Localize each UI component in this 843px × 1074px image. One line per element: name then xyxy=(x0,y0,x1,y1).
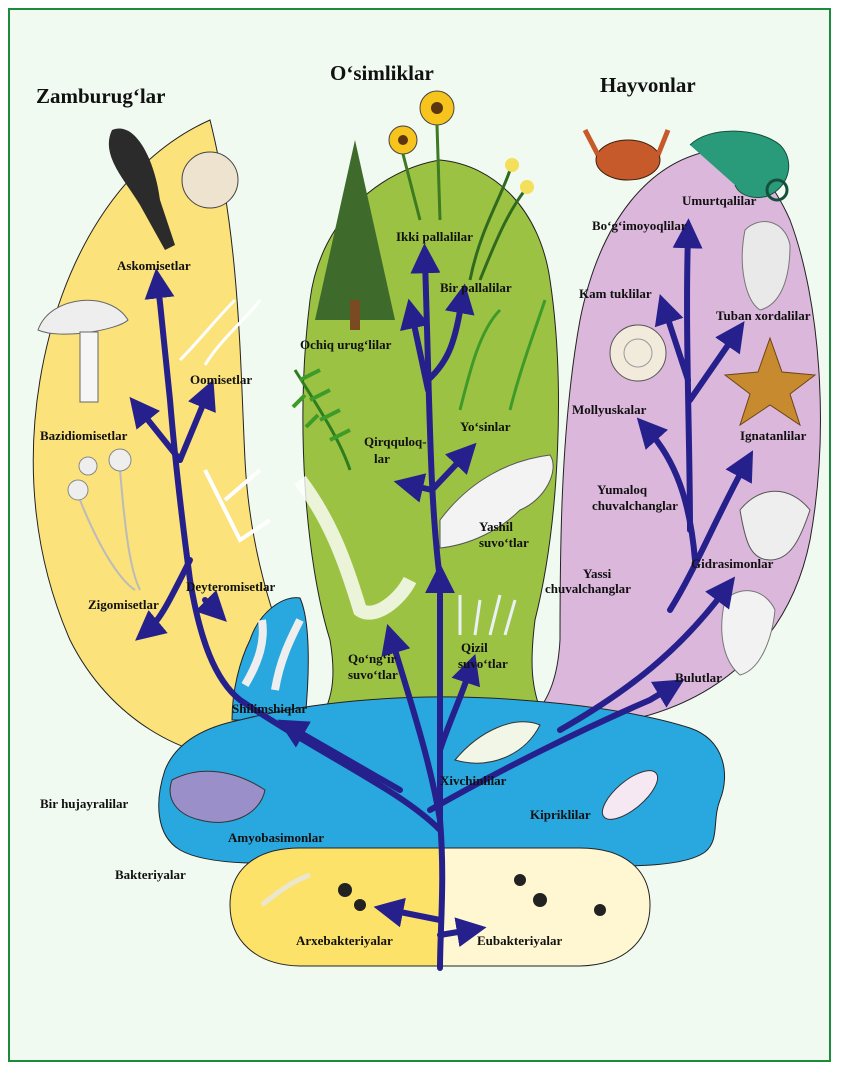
label-bulutlar: Bulutlar xyxy=(675,670,722,685)
label-tuban-xordalilar: Tuban xordalilar xyxy=(716,308,811,323)
label-qizil-line1: Qizil xyxy=(461,640,488,655)
kingdom-label-fungi: Zamburug‘lar xyxy=(36,84,166,108)
label-yumaloq-line1: Yumaloq xyxy=(597,482,648,497)
label-qongir-line1: Qo‘ng‘ir xyxy=(348,651,397,666)
label-yumaloq-line2: chuvalchanglar xyxy=(592,498,678,513)
label-bazidiomisetlar: Bazidiomisetlar xyxy=(40,428,128,443)
label-ignatanlilar: Ignatanlilar xyxy=(740,428,807,443)
kingdom-label-animals: Hayvonlar xyxy=(600,73,696,97)
label-ikki-pallalilar: Ikki pallalilar xyxy=(396,229,473,244)
label-yashil-line2: suvo‘tlar xyxy=(479,535,529,550)
label-xivchinlilar: Xivchinlilar xyxy=(440,773,507,788)
nautilus-icon xyxy=(610,325,666,381)
label-qizil-line2: suvo‘tlar xyxy=(458,656,508,671)
label-oomisetlar: Oomisetlar xyxy=(190,372,252,387)
label-yashil-line1: Yashil xyxy=(479,519,513,534)
label-umurtqalilar: Umurtqalilar xyxy=(682,193,757,208)
label-deyteromisetlar: Deyteromisetlar xyxy=(186,579,276,594)
label-shilimshiqlar: Shilimshiqlar xyxy=(232,701,307,716)
kingdom-label-plants: O‘simliklar xyxy=(330,61,434,85)
label-qirqquloqlar-line1: Qirqquloq- xyxy=(364,434,427,449)
label-qirqquloqlar-line2: lar xyxy=(374,451,390,466)
label-qongir-line2: suvo‘tlar xyxy=(348,667,398,682)
label-arxebakteriyalar: Arxebakteriyalar xyxy=(296,933,393,948)
crab-icon xyxy=(585,130,668,180)
archaea-region xyxy=(230,848,440,966)
label-boginoyoqlilar: Bo‘g‘imoyoqlilar xyxy=(592,218,687,233)
label-kam-tuklilar: Kam tuklilar xyxy=(579,286,652,301)
label-mollyuskalar: Mollyuskalar xyxy=(572,402,647,417)
label-kipriklilar: Kipriklilar xyxy=(530,807,591,822)
label-eubakteriyalar: Eubakteriyalar xyxy=(477,933,562,948)
label-askomisetlar: Askomisetlar xyxy=(117,258,191,273)
label-bir-pallalilar: Bir pallalilar xyxy=(440,280,512,295)
label-yassi-line2: chuvalchanglar xyxy=(545,581,631,596)
label-gidrasimonlar: Gidrasimonlar xyxy=(691,556,774,571)
label-zigomisetlar: Zigomisetlar xyxy=(88,597,159,612)
label-ochiq-uruglilar: Ochiq urug‘lilar xyxy=(300,337,392,352)
label-bakteriyalar: Bakteriyalar xyxy=(115,867,186,882)
label-yassi-line1: Yassi xyxy=(583,566,612,581)
eubacteria-region xyxy=(440,848,650,966)
label-yosinlar: Yo‘sinlar xyxy=(460,419,511,434)
sponge-icon xyxy=(722,591,775,675)
label-bir-hujayralilar: Bir hujayralilar xyxy=(40,796,128,811)
label-amyobasimonlar: Amyobasimonlar xyxy=(228,830,324,845)
